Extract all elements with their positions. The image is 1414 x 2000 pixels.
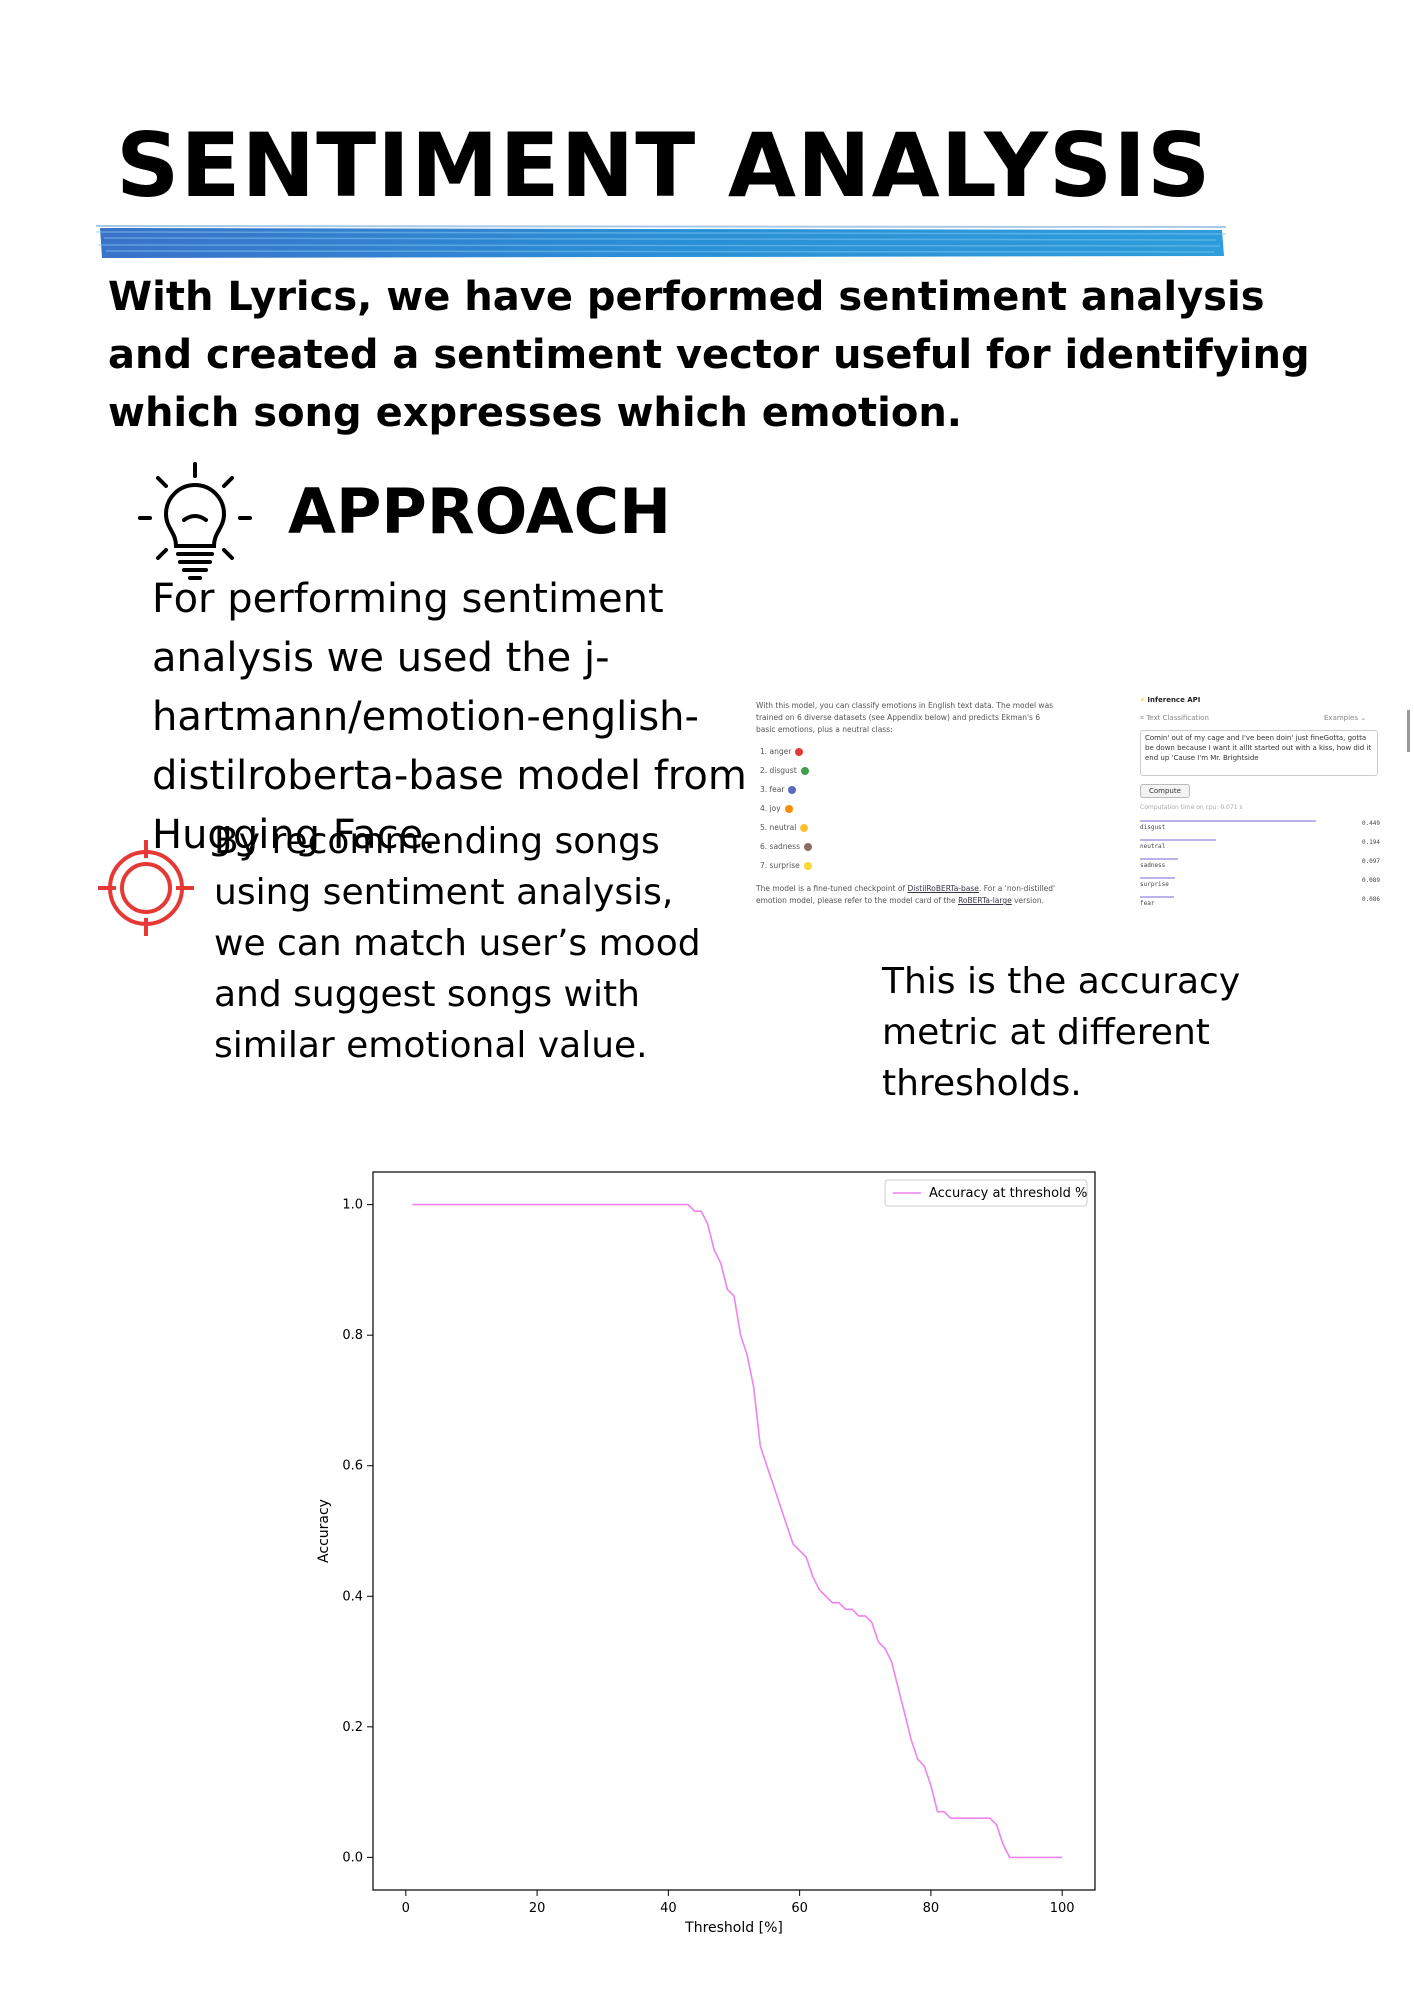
emotion-item: 2. disgust xyxy=(760,761,1056,780)
accuracy-note: This is the accuracy metric at different… xyxy=(882,961,1241,1104)
series-line-1 xyxy=(412,1203,1063,1859)
target-icon xyxy=(98,840,194,936)
emoji-icon xyxy=(803,862,812,870)
emoji-icon xyxy=(795,748,804,756)
plot-frame xyxy=(372,1171,1096,1891)
emoji-icon xyxy=(804,843,812,851)
model-card-description: With this model, you can classify emotio… xyxy=(756,700,1056,913)
result-score: 0.089 xyxy=(1361,877,1380,884)
result-row: sadness 0.097 xyxy=(1140,858,1380,877)
computation-time: Computation time on cpu: 0.071 s xyxy=(1140,804,1243,811)
inference-api-widget: ⚡ Inference API ⌗ Text Classification Ex… xyxy=(1138,696,1412,922)
emotion-item: 6. sadness xyxy=(760,837,1056,856)
emoji-icon xyxy=(800,824,809,832)
examples-dropdown[interactable]: Examples ⌄ xyxy=(1324,714,1367,722)
y-tick-label: 1.0 xyxy=(342,1198,363,1213)
score-bar xyxy=(1140,820,1316,822)
model-footer: The model is a fine-tuned checkpoint of … xyxy=(756,884,1056,905)
scrollbar[interactable] xyxy=(1407,710,1410,752)
result-score: 0.194 xyxy=(1361,839,1380,846)
result-label: fear xyxy=(1140,900,1155,907)
emoji-icon xyxy=(784,805,793,813)
y-axis-label: Accuracy xyxy=(316,1499,332,1563)
tag-icon: ⌗ xyxy=(1140,714,1144,722)
y-tick-label: 0.0 xyxy=(342,1850,363,1865)
approach-paragraph: For performing sentiment analysis we use… xyxy=(152,576,747,858)
compute-button[interactable]: Compute xyxy=(1140,784,1190,798)
emotion-item: 5. neutral xyxy=(760,818,1056,837)
x-tick-label: 0 xyxy=(402,1901,410,1916)
x-tick-label: 20 xyxy=(529,1901,546,1916)
result-label: disgust xyxy=(1140,824,1166,831)
lightbulb-icon xyxy=(138,462,252,580)
score-bar xyxy=(1140,896,1174,898)
result-label: surprise xyxy=(1140,881,1169,888)
intro-paragraph: With Lyrics, we have performed sentiment… xyxy=(108,274,1310,436)
y-tick-label: 0.8 xyxy=(342,1328,363,1343)
model-description: With this model, you can classify emotio… xyxy=(756,701,1054,734)
y-tick-label: 0.2 xyxy=(342,1720,363,1735)
x-axis-label: Threshold [%] xyxy=(684,1920,783,1936)
result-score: 0.097 xyxy=(1361,858,1380,865)
approach-heading: APPROACH xyxy=(288,475,672,548)
result-row: fear 0.086 xyxy=(1140,896,1380,915)
emoji-icon xyxy=(800,767,809,775)
recommendation-paragraph: By recommending songs using sentiment an… xyxy=(214,821,701,1066)
model-card-screenshot: With this model, you can classify emotio… xyxy=(752,696,1412,922)
page-title: SENTIMENT ANALYSIS xyxy=(116,114,1212,217)
score-bar xyxy=(1140,877,1175,879)
result-score: 0.086 xyxy=(1361,896,1380,903)
task-label: ⌗ Text Classification xyxy=(1140,714,1209,722)
score-bar xyxy=(1140,858,1178,860)
legend-label: Accuracy at threshold % xyxy=(929,1186,1087,1201)
input-textarea[interactable]: Comin' out of my cage and I've been doin… xyxy=(1140,730,1378,776)
emotion-item: 4. joy xyxy=(760,799,1056,818)
emotion-item: 3. fear xyxy=(760,780,1056,799)
result-label: neutral xyxy=(1140,843,1166,850)
result-row: disgust 0.449 xyxy=(1140,820,1380,839)
brush-stroke-divider xyxy=(96,225,1226,258)
accuracy-chart: 0 20 40 60 80 100 0.0 0.2 0.4 0.6 0.8 1.0Threshold … xyxy=(316,1171,1096,1936)
lightning-icon: ⚡ xyxy=(1140,696,1145,704)
emoji-icon xyxy=(788,786,797,794)
chevron-down-icon: ⌄ xyxy=(1360,714,1367,722)
y-tick-label: 0.6 xyxy=(342,1459,363,1474)
result-row: surprise 0.089 xyxy=(1140,877,1380,896)
score-bar xyxy=(1140,839,1216,841)
result-row: neutral 0.194 xyxy=(1140,839,1380,858)
result-score: 0.449 xyxy=(1361,820,1380,827)
result-label: sadness xyxy=(1140,862,1166,869)
x-tick-label: 100 xyxy=(1050,1901,1075,1916)
legend-box xyxy=(884,1179,1088,1207)
x-tick-label: 80 xyxy=(923,1901,940,1916)
distilroberta-link[interactable]: DistilRoBERTa-base xyxy=(907,884,979,893)
emotion-item: 1. anger xyxy=(760,742,1056,761)
x-tick-label: 40 xyxy=(660,1901,677,1916)
x-tick-label: 60 xyxy=(791,1901,808,1916)
inference-api-title: ⚡ Inference API xyxy=(1140,696,1201,704)
y-tick-label: 0.4 xyxy=(342,1589,363,1604)
roberta-large-link[interactable]: RoBERTa-large xyxy=(958,896,1012,905)
emotion-item: 7. surprise xyxy=(760,856,1056,875)
